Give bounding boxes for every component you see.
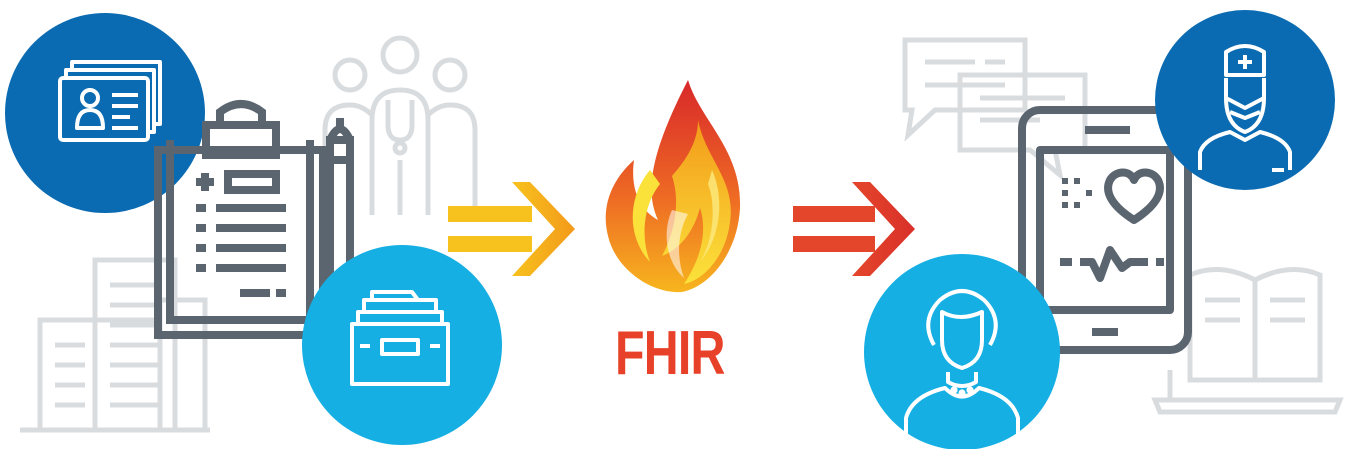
tablet-health-icon (1018, 106, 1192, 354)
flame-icon (605, 80, 741, 293)
laptop-book-icon (1151, 267, 1344, 415)
right-arrow-icon (448, 182, 575, 276)
fhir-logo-text: FHIR (615, 319, 725, 388)
patient-icon (904, 289, 1020, 440)
patient-circle (864, 254, 1060, 450)
file-drawer-icon (350, 290, 450, 386)
heart-icon (1104, 168, 1164, 224)
right-arrow-icon (793, 182, 915, 276)
doctor-circle (1155, 10, 1335, 190)
file-drawer-circle (302, 245, 502, 445)
chat-bubbles-icon (902, 37, 1088, 182)
doctor-icon (1198, 44, 1292, 172)
id-cards-circle (5, 13, 205, 213)
buildings-icon (20, 257, 210, 433)
clipboard-icon (154, 100, 327, 339)
id-cards-icon (58, 60, 162, 142)
medical-team-icon (322, 35, 478, 215)
